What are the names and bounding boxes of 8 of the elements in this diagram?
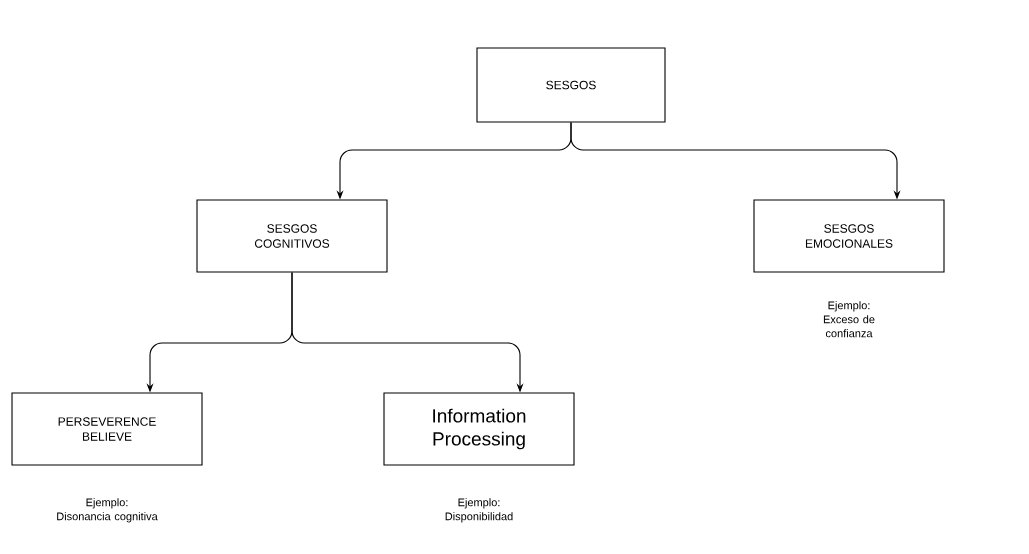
- example-caption: Ejemplo: Exceso de confianza: [823, 301, 875, 338]
- example-caption: Ejemplo: Disponibilidad: [445, 498, 513, 523]
- process-box: PERSEVERENCE BELIEVE: [11, 392, 203, 466]
- process-box: SESGOS EMOCIONALES: [753, 199, 945, 273]
- process-box: SESGOS COGNITIVOS: [196, 199, 388, 273]
- example-caption: Ejemplo: Disonancia cognitiva: [57, 498, 158, 523]
- process-box: Information Processing: [383, 392, 575, 466]
- process-box: SESGOS: [476, 47, 666, 123]
